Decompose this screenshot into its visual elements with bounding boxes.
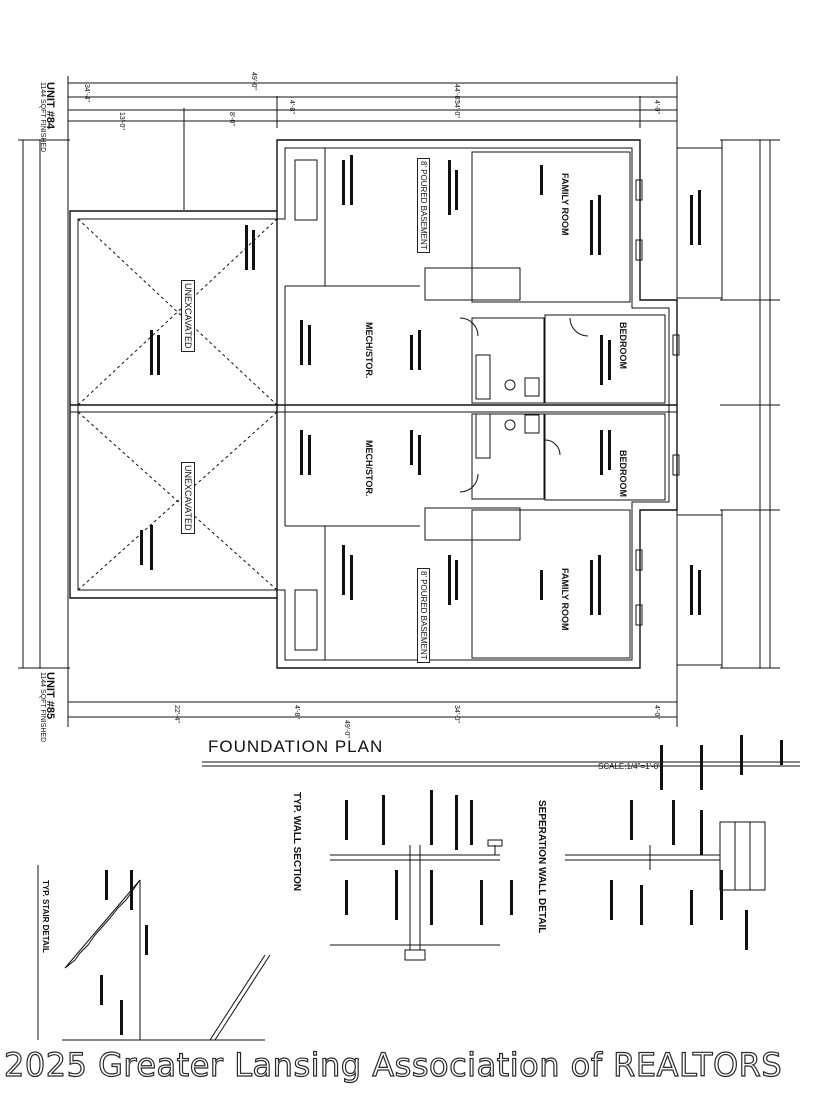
dim-e-bottom: 22'-4" [173,705,180,723]
dim-a: 13'-0" [118,112,125,130]
foundation-outline-inner [77,147,670,661]
unit-85-sqft: 1144 SQFT FINISHED [39,672,46,743]
room-basement-top: 8' POURED BASEMENT [417,158,430,253]
dim-f-top: 4'-8" [288,100,295,114]
room-family-top: FAMILY ROOM [560,173,570,236]
room-mech-top: MECH/STOR. [364,322,374,379]
dim-left: 34'-4" [83,84,90,102]
dim-c-bottom: 34'-0" [453,705,460,723]
room-mech-bottom: MECH/STOR. [364,440,374,497]
dim-b: 8'-0" [228,112,235,126]
stair-detail-title: TYP. STAIR DETAIL [41,880,50,953]
dim-overall-bottom: 49'-0" [343,720,350,738]
room-basement-bottom: 8' POURED BASEMENT [417,568,430,663]
dim-d-bottom: 4'-0" [653,705,660,719]
room-bedroom-top: BEDROOM [618,322,628,369]
dim-d-top: 4'-0" [653,100,660,114]
dim-f-bottom: 4'-8" [293,705,300,719]
plan-scale: SCALE:1/4"=1'-0" [598,762,662,771]
plan-title: FOUNDATION PLAN [208,737,384,756]
copyright-watermark: 2025 Greater Lansing Association of REAL… [3,1045,783,1084]
room-family-bottom: FAMILY ROOM [560,568,570,631]
unit-84-sqft: 1144 SQFT FINISHED [39,82,46,153]
separation-wall-title: SEPERATION WALL DETAIL [536,800,547,934]
dim-overall-top: 49'-0" [250,72,257,90]
room-unexcavated-top: UNEXCAVATED [181,280,195,352]
room-unexcavated-bottom: UNEXCAVATED [181,462,195,534]
wall-section-title: TYP. WALL SECTION [291,792,302,892]
room-bedroom-bottom: BEDROOM [618,450,628,497]
dim-c-top: 34'-0" [453,100,460,118]
